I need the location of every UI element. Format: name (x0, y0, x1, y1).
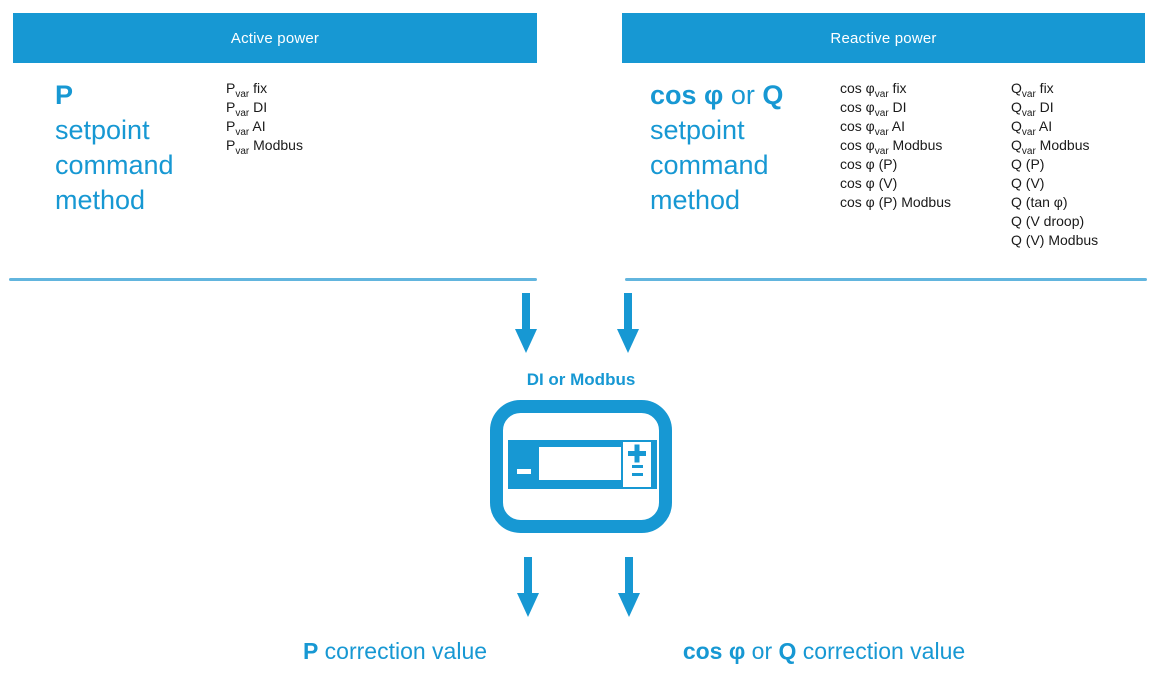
heading-line: command (650, 150, 769, 180)
controller-icon (490, 400, 672, 533)
heading-line: command (55, 150, 174, 180)
di-or-modbus-label: DI or Modbus (526, 370, 636, 389)
option-item: Pvar Modbus (226, 137, 303, 157)
option-item: Q (P) (1011, 156, 1045, 172)
active-setpoint-heading: P setpoint command method (55, 78, 174, 218)
reactive-section-divider (625, 278, 1147, 281)
option-item: Q (V droop) (1011, 213, 1085, 229)
option-item: cos φvar Modbus (840, 137, 943, 157)
option-item: Qvar fix (1011, 80, 1054, 100)
option-item: Qvar DI (1011, 99, 1054, 119)
option-item: Qvar Modbus (1011, 137, 1090, 157)
p-correction-label: P correction value (302, 638, 488, 664)
heading-line: cos φ or Q (650, 80, 784, 110)
option-item: cos φ (P) (840, 156, 898, 172)
heading-line: method (55, 185, 146, 215)
reactive-setpoint-heading: cos φ or Q setpoint command method (650, 78, 783, 218)
down-arrow-icon (618, 557, 640, 617)
active-power-header: Active power (13, 13, 537, 63)
down-arrow-icon (515, 293, 537, 353)
heading-line: method (650, 185, 741, 215)
option-item: Pvar AI (226, 118, 266, 138)
option-item: Pvar DI (226, 99, 268, 119)
option-item: cos φ (P) Modbus (840, 194, 952, 210)
active-section-divider (9, 278, 537, 281)
heading-line: setpoint (55, 115, 150, 145)
heading-line: P (55, 80, 74, 110)
option-item: cos φ (V) (840, 175, 898, 191)
option-item: cos φvar AI (840, 118, 906, 138)
active-power-header-label: Active power (230, 29, 320, 47)
down-arrow-icon (517, 557, 539, 617)
option-item: Qvar AI (1011, 118, 1053, 138)
option-item: cos φvar fix (840, 80, 907, 100)
option-item: Q (V) Modbus (1011, 232, 1099, 248)
reactive-power-header: Reactive power (622, 13, 1145, 63)
option-item: Pvar fix (226, 80, 268, 100)
option-item: cos φvar DI (840, 99, 907, 119)
reactive-power-header-label: Reactive power (830, 29, 937, 47)
option-item: Q (tan φ) (1011, 194, 1068, 210)
heading-line: setpoint (650, 115, 745, 145)
option-item: Q (V) (1011, 175, 1045, 191)
down-arrow-icon (617, 293, 639, 353)
q-correction-label: cos φ or Q correction value (682, 638, 966, 664)
